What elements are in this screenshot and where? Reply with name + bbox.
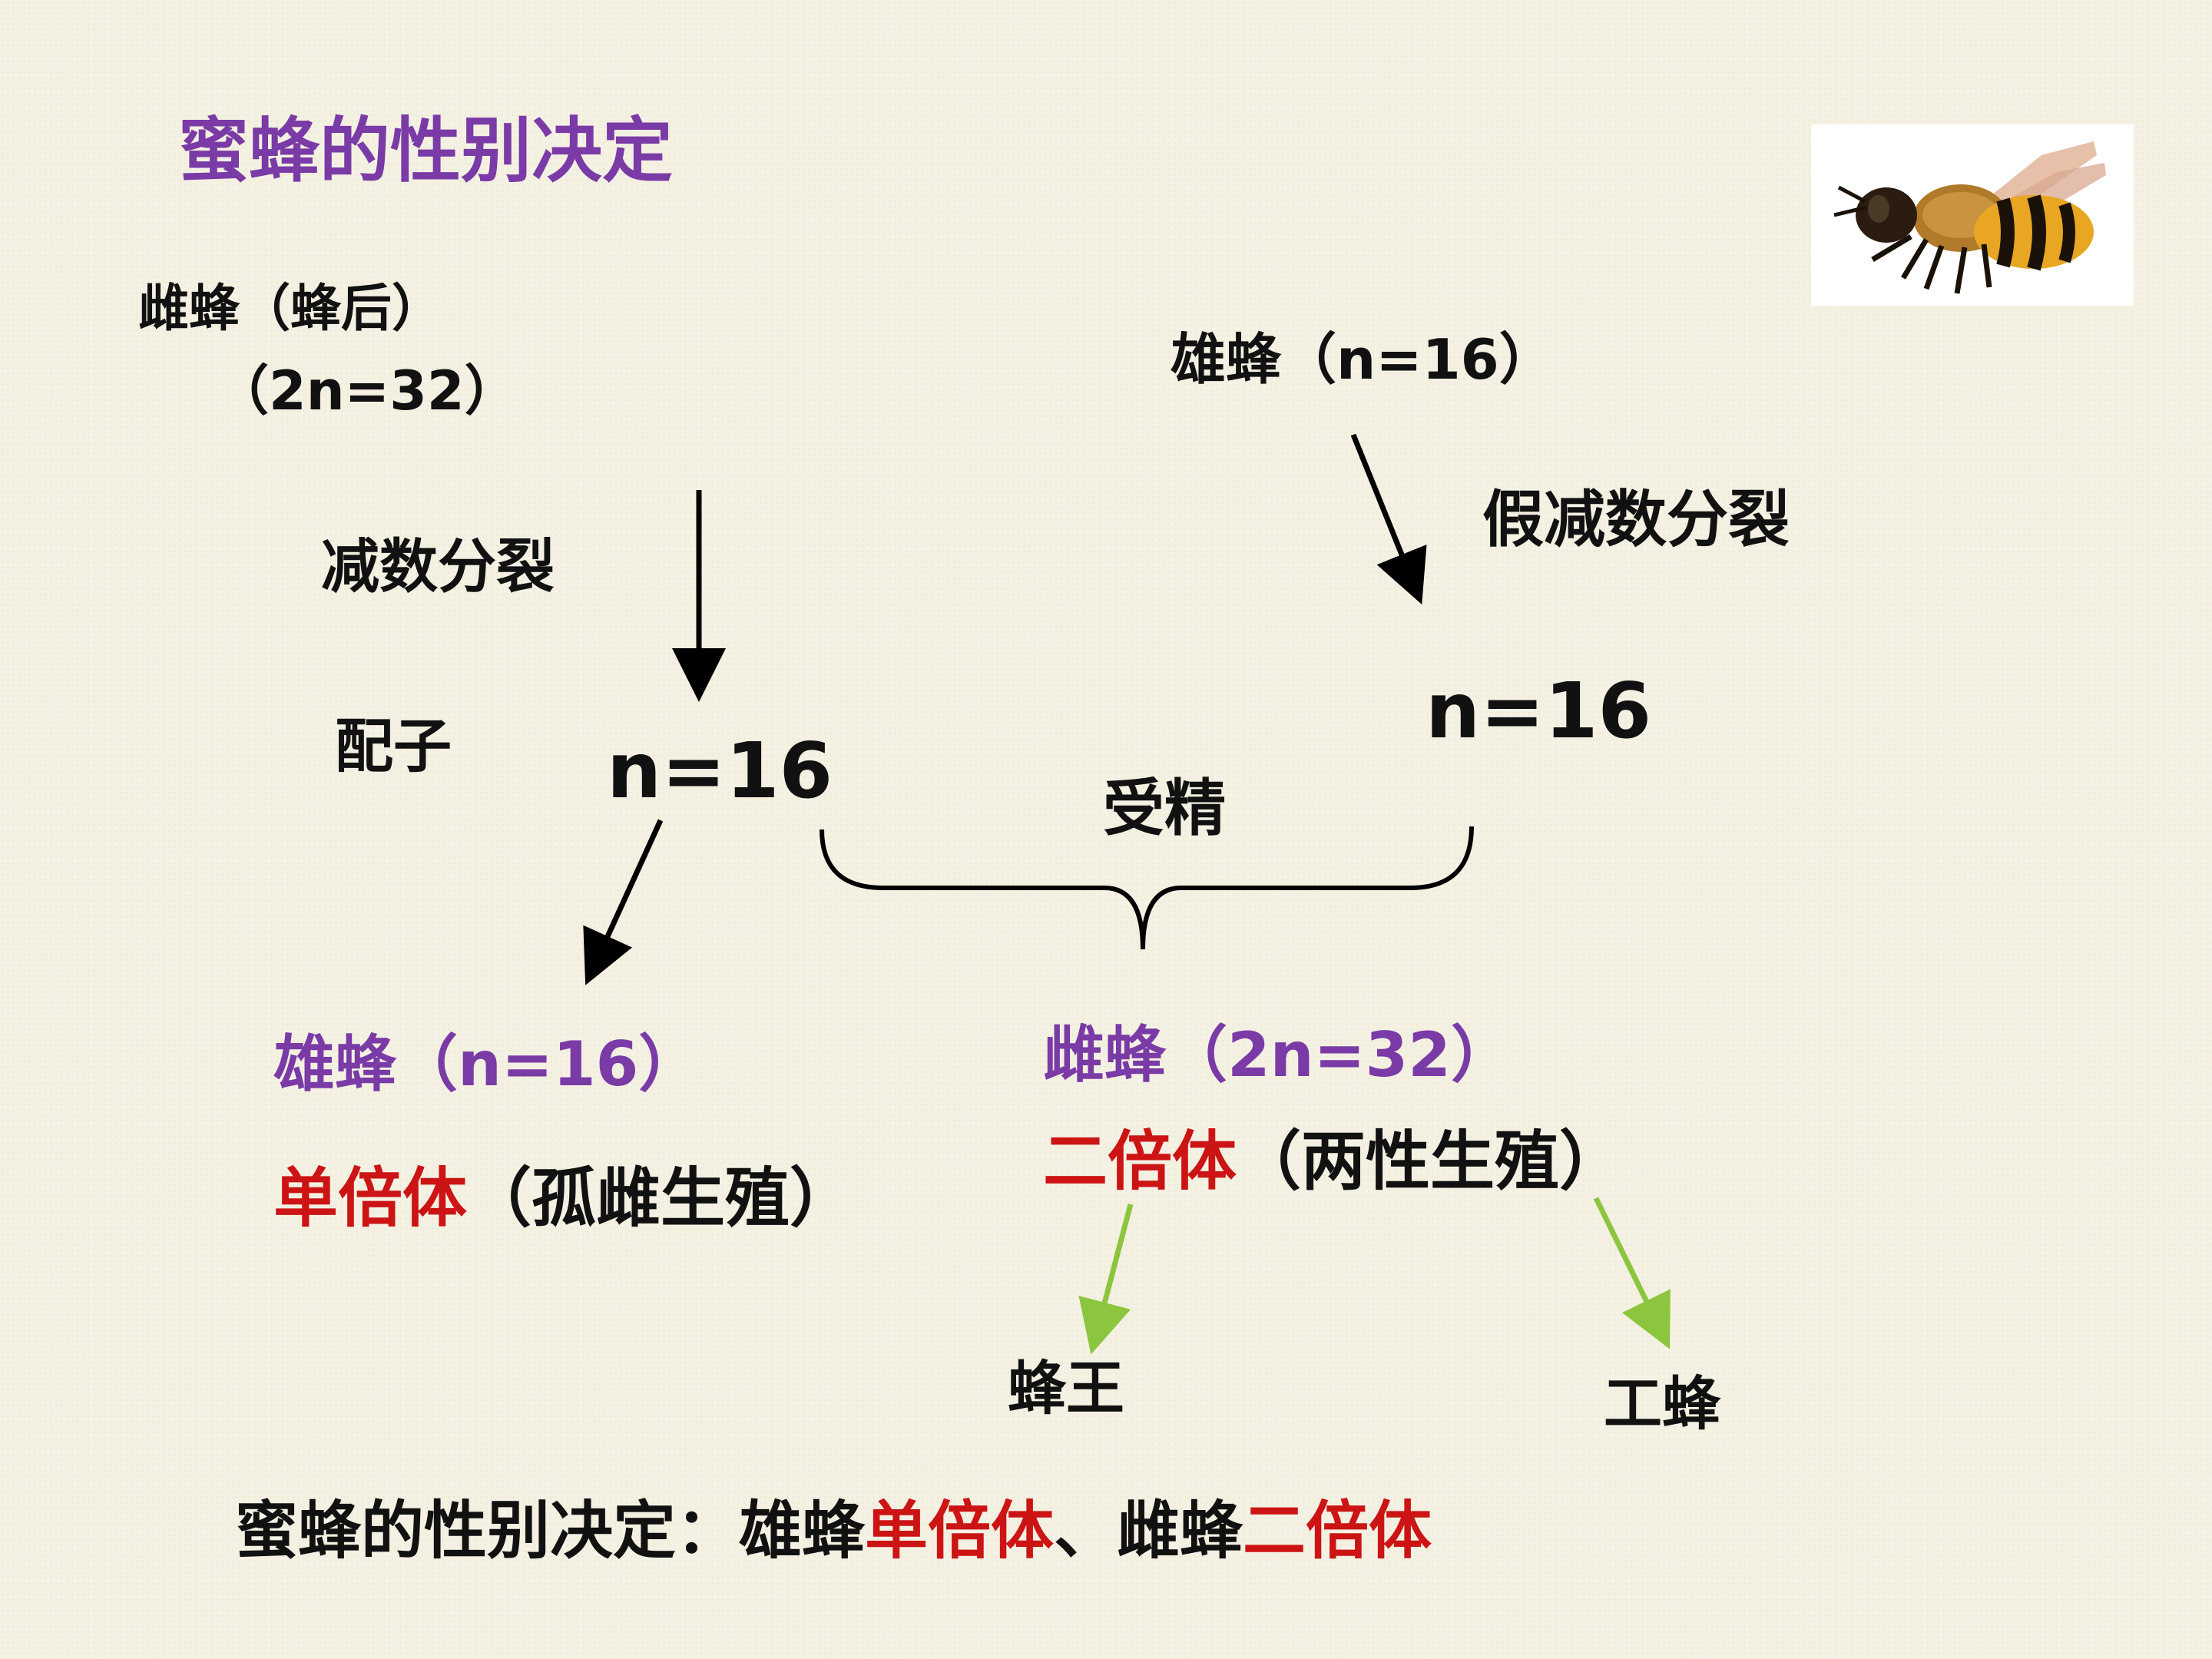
haploid-label: 单倍体: [273, 1160, 468, 1236]
parthenogenesis-arrow: [583, 819, 664, 985]
female-parent-name: 雌蜂（蜂后）: [138, 278, 442, 338]
offspring-female-name: 雌蜂（2n=32）: [1043, 1019, 1512, 1091]
offspring-male-name: 雄蜂（n=16）: [273, 1028, 700, 1100]
diploid-label: 二倍体: [1043, 1123, 1237, 1199]
worker-arrow: [1593, 1197, 1671, 1349]
offspring-male-type-line: 单倍体（孤雌生殖）: [273, 1166, 854, 1230]
male-gamete: n=16: [1426, 666, 1652, 756]
fertilization-label: 受精: [1103, 772, 1226, 844]
worker-label: 工蜂: [1604, 1369, 1720, 1438]
fertilization-brace: [820, 826, 1474, 950]
summary-line: 蜜蜂的性别决定：雄蜂单倍体、雌蜂二倍体: [235, 1499, 1432, 1562]
female-gamete: n=16: [607, 726, 833, 816]
offspring-female-type-line: 二倍体（两性生殖）: [1043, 1129, 1624, 1194]
summary-prefix: 蜜蜂的性别决定：雄蜂: [235, 1494, 866, 1568]
queen-label: 蜂王: [1008, 1354, 1124, 1422]
bee-icon: [1811, 124, 2134, 306]
summary-middle: 、雌蜂: [1054, 1494, 1243, 1568]
queen-arrow: [1078, 1204, 1134, 1355]
female-parent-ploidy: （2n=32）: [215, 359, 518, 422]
sexual-reproduction-label: （两性生殖）: [1237, 1123, 1624, 1199]
parthenogenesis-label: （孤雌生殖）: [467, 1160, 855, 1236]
summary-haploid: 单倍体: [865, 1494, 1055, 1568]
pseudo-meiosis-label: 假减数分裂: [1482, 483, 1790, 555]
meiosis-label: 减数分裂: [321, 532, 555, 601]
summary-diploid: 二倍体: [1243, 1494, 1432, 1568]
page-title: 蜜蜂的性别决定: [178, 109, 674, 192]
gamete-label: 配子: [335, 712, 452, 780]
pseudo-meiosis-arrow: [1350, 433, 1427, 604]
male-parent-name: 雄蜂（n=16）: [1171, 327, 1555, 392]
